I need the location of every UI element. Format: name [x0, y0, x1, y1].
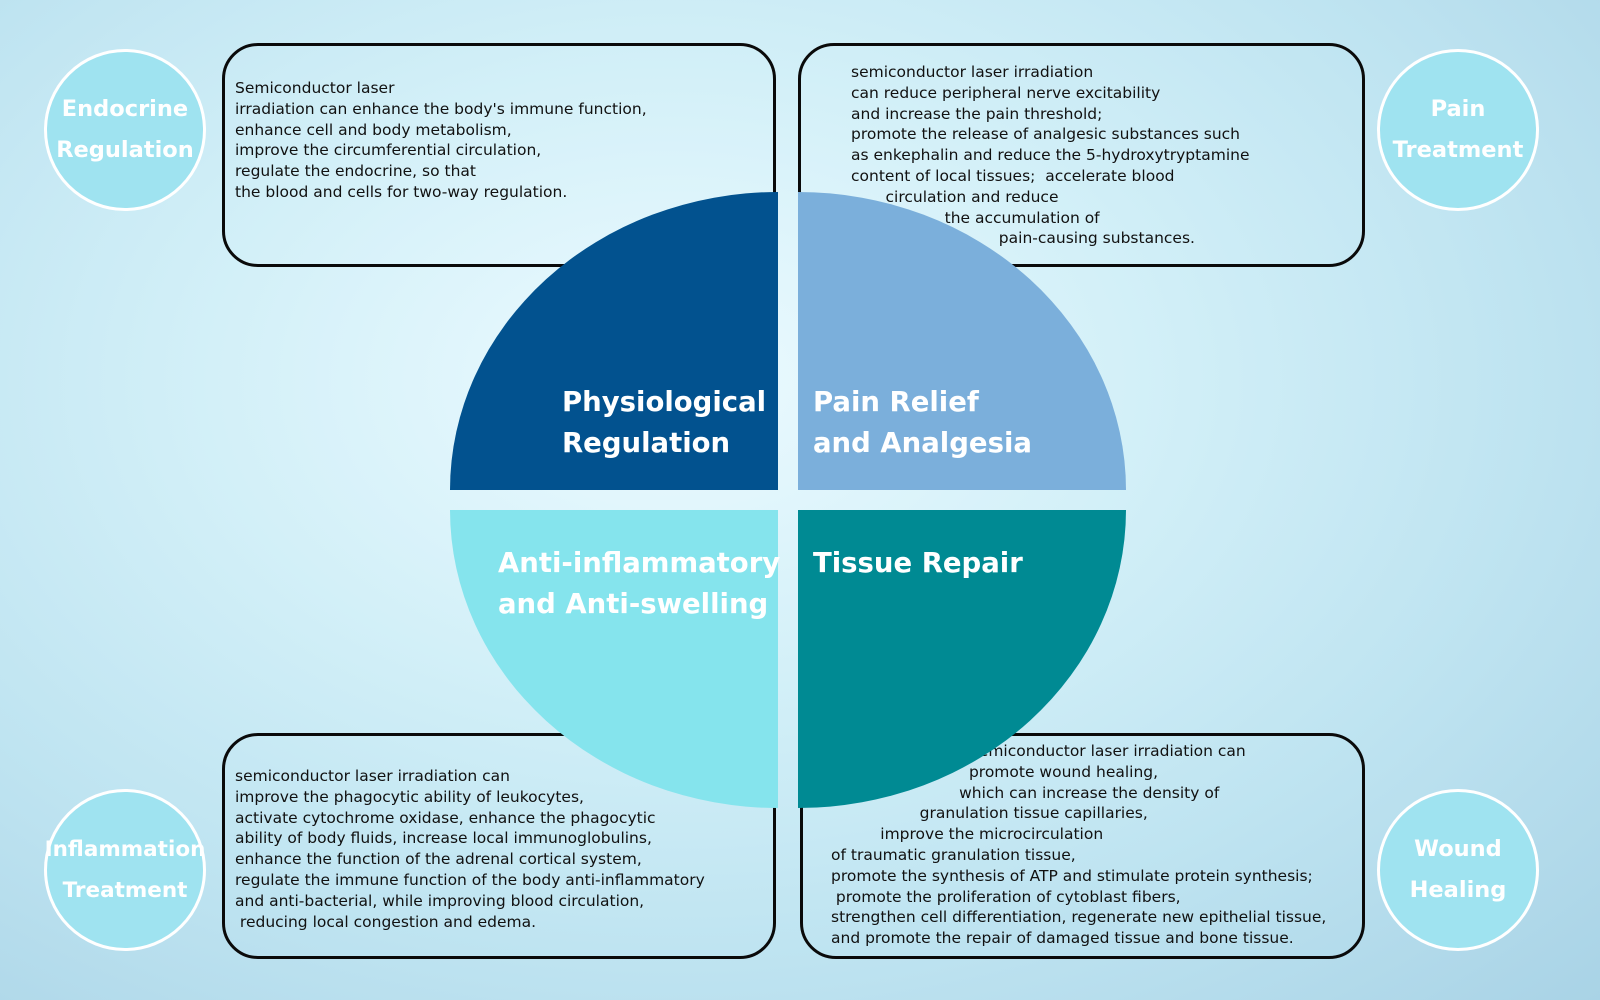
tissue-repair-description-box: Semiconductor laser irradiation can prom… — [800, 733, 1365, 959]
tissue-repair-description: Semiconductor laser irradiation can prom… — [831, 742, 1327, 948]
wound-healing-label: Wound Healing — [1409, 836, 1507, 903]
physiological-regulation-description-box: Semiconductor laser irradiation can enha… — [222, 43, 776, 267]
pain-relief-description-box: semiconductor laser irradiation can redu… — [798, 43, 1365, 267]
pain-treatment-circle: Pain Treatment — [1377, 49, 1539, 211]
pain-relief-label: Pain Relief and Analgesia — [813, 386, 1032, 459]
tissue-repair-label: Tissue Repair — [813, 547, 1023, 579]
inflammation-treatment-circle: Inflammation Treatment — [44, 789, 206, 951]
endocrine-regulation-circle: Endocrine Regulation — [44, 49, 206, 211]
anti-inflammatory-label: Anti-inflammatory and Anti-swelling — [498, 547, 781, 620]
quadrant-tissue-repair — [798, 510, 1126, 808]
anti-inflammatory-description: semiconductor laser irradiation can impr… — [235, 767, 705, 931]
endocrine-regulation-label: Endocrine Regulation — [56, 96, 194, 163]
anti-inflammatory-description-box: semiconductor laser irradiation can impr… — [222, 733, 776, 959]
inflammation-treatment-label: Inflammation Treatment — [44, 837, 206, 903]
quadrant-anti-inflammatory — [450, 510, 778, 808]
quadrant-physiological-regulation — [450, 192, 778, 490]
physiological-regulation-description: Semiconductor laser irradiation can enha… — [235, 79, 647, 201]
physiological-regulation-label: Physiological Regulation — [562, 386, 767, 459]
pain-treatment-label: Pain Treatment — [1392, 96, 1524, 163]
quadrant-pain-relief — [798, 192, 1126, 490]
wound-healing-circle: Wound Healing — [1377, 789, 1539, 951]
pain-relief-description: semiconductor laser irradiation can redu… — [851, 63, 1250, 248]
